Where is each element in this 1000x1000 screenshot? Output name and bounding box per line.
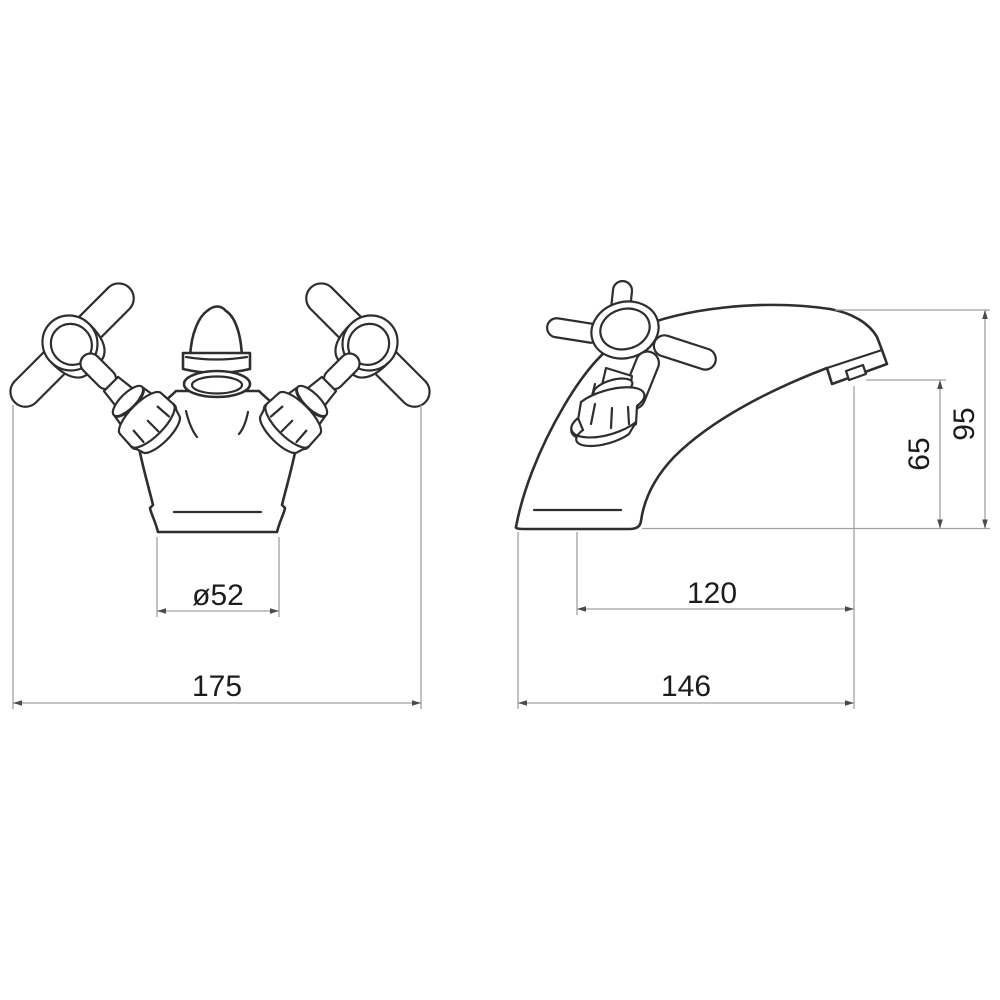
side-handle	[546, 280, 717, 448]
dimension-label-spout-diameter: ø52	[192, 579, 244, 612]
side-spout-outlet	[844, 363, 868, 382]
dimensions: ø52 175 120 146 65	[12, 309, 990, 709]
ext-lines-front	[12, 405, 422, 709]
dimension-overall-depth: 146	[518, 670, 854, 706]
ext-lines-side	[517, 309, 990, 709]
side-spout-seam	[825, 348, 884, 370]
front-spout-dome	[188, 305, 244, 360]
dimension-label-spout-reach: 120	[687, 577, 737, 610]
dimension-label-overall-height: 95	[948, 407, 981, 440]
front-aerator-inner-ring	[190, 375, 244, 395]
side-view	[514, 280, 889, 531]
front-shoulder-tick-left	[184, 409, 199, 439]
dimension-overall-height: 95	[948, 310, 988, 529]
side-body	[514, 303, 889, 531]
dimension-overall-width: 175	[13, 670, 421, 706]
dimension-label-overall-depth: 146	[661, 670, 711, 703]
dimension-spout-diameter: ø52	[157, 579, 279, 614]
dimension-spout-reach: 120	[577, 577, 854, 612]
dimension-label-overall-width: 175	[192, 670, 242, 703]
front-shoulder-tick-right	[237, 410, 250, 436]
dimension-spout-outlet-height: 65	[903, 380, 943, 529]
dimension-label-spout-outlet-height: 65	[903, 437, 936, 470]
front-view	[0, 264, 449, 534]
